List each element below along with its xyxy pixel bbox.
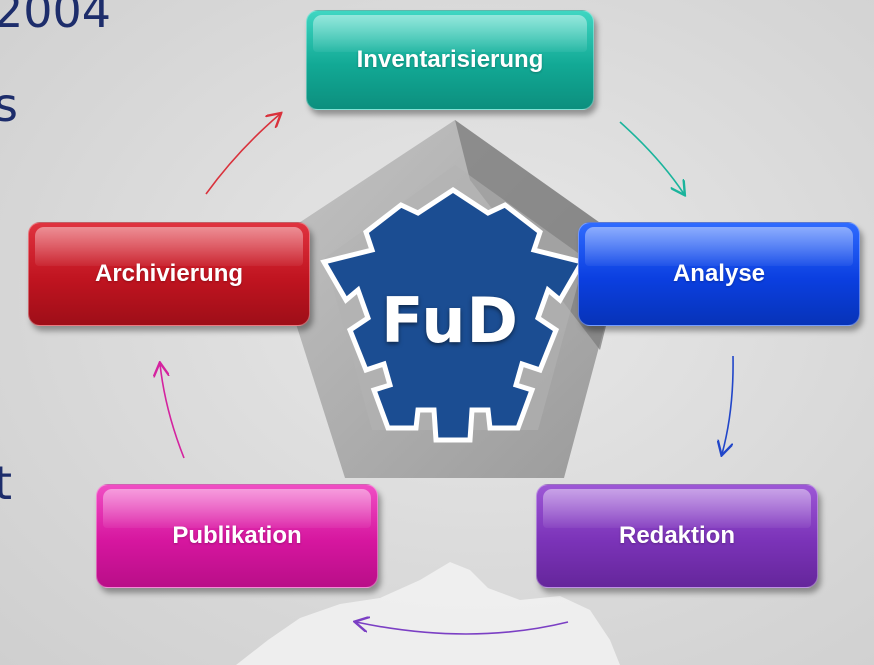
node-archivierung: Archivierung	[28, 222, 310, 326]
fud-logo-shape	[320, 187, 586, 443]
arrow-publikation-to-archivierung	[160, 364, 185, 459]
node-inventarisierung-label: Inventarisierung	[356, 46, 544, 73]
background-text-2: s	[0, 78, 18, 132]
arrow-archivierung-to-inventarisierung	[205, 114, 280, 195]
node-redaktion: Redaktion	[536, 484, 818, 588]
fud-logo-text: FuD	[381, 284, 519, 357]
node-archivierung-label: Archivierung	[94, 260, 244, 287]
arrow-redaktion-to-publikation	[356, 622, 569, 635]
node-redaktion-label: Redaktion	[618, 522, 735, 549]
map-silhouette	[236, 562, 620, 665]
node-analyse-label: Analyse	[672, 260, 766, 287]
node-inventarisierung: Inventarisierung	[306, 10, 594, 110]
background-text-3: t	[0, 456, 13, 510]
node-analyse: Analyse	[578, 222, 860, 326]
arrow-analyse-to-redaktion	[722, 355, 734, 454]
arrow-inventarisierung-to-analyse	[619, 121, 684, 194]
background-text-1: 2004	[0, 0, 112, 38]
node-publikation-label: Publikation	[172, 522, 302, 549]
node-publikation: Publikation	[96, 484, 378, 588]
